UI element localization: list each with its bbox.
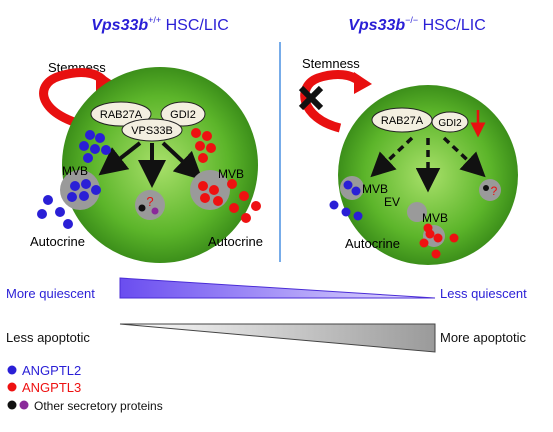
left-red-cluster-top [191,128,216,163]
right-dashed-arrow-3 [442,136,486,178]
less-apoptotic-label: Less apoptotic [6,330,90,345]
apoptosis-wedge [119,323,436,353]
quiescence-gradient: More quiescent Less quiescent [6,277,527,301]
right-ev [407,202,427,222]
right-gdi2-label: GDI2 [438,118,462,129]
left-other-protein-dot [138,204,146,212]
left-blue-cluster-top [79,130,111,163]
right-mvb-left-dot [343,180,353,190]
legend-other-label: Other secretory proteins [34,399,163,413]
right-gdi2-oval [431,111,469,133]
left-other-protein-dot-purple [151,207,159,215]
legend-angptl2-marker [7,365,17,375]
less-quiescent-label: Less quiescent [440,286,527,301]
right-mvb-right [479,179,501,201]
left-arrow-3 [161,141,203,181]
legend-angptl2-label: ANGPTL2 [22,363,81,378]
left-vps33b-oval [121,118,183,142]
left-rab27a-label: RAB27A [100,109,143,121]
left-autocrine-left: Autocrine [30,234,85,249]
more-quiescent-label: More quiescent [6,286,95,301]
left-mvb-left-dots [67,179,101,202]
right-blue-secreted [329,200,363,221]
left-rab27a-oval [90,101,152,127]
left-red-secreted [227,179,261,223]
right-autocrine-label: Autocrine [345,236,400,251]
left-mvb-right-dots [198,181,223,206]
right-rab27a-label: RAB27A [381,115,424,127]
right-question-mark: ? [491,184,498,198]
left-panel: Vps33b+/+ HSC/LIC Stemness RAB27A GDI2 V… [30,15,263,263]
left-gdi2-oval [160,101,206,127]
left-autocrine-right: Autocrine [208,234,263,249]
left-vps33b-label: VPS33B [131,125,173,137]
right-stemness-arrow [300,70,364,133]
legend-other-marker-black [7,400,17,410]
apoptosis-gradient: Less apoptotic More apoptotic [6,323,526,353]
quiescence-wedge [119,277,436,299]
right-red-dots [419,223,459,259]
right-mvb-left-label: MVB [362,182,388,196]
left-title: Vps33b+/+ HSC/LIC [91,15,229,34]
more-apoptotic-label: More apoptotic [440,330,526,345]
left-gdi2-label: GDI2 [170,109,196,121]
right-title: Vps33b−/− HSC/LIC [348,15,486,34]
right-other-protein-dot [483,185,489,191]
left-mvb-left-label: MVB [62,164,88,178]
right-ev-label: EV [384,195,400,209]
left-question-mark: ? [146,194,153,209]
right-mvb-bottom-label: MVB [422,211,448,225]
right-panel: Vps33b−/− HSC/LIC Stemness RAB27A GDI2 M… [298,15,518,265]
right-mvb-left-dot [351,186,361,196]
block-x-icon [298,85,324,111]
legend-other-marker-purple [19,400,29,410]
right-stemness-label: Stemness [302,56,360,71]
right-stemness-arrowhead [354,72,372,94]
left-blue-secreted [37,195,73,229]
legend-angptl3-label: ANGPTL3 [22,380,81,395]
legend: ANGPTL2 ANGPTL3 Other secretory proteins [7,363,163,413]
left-arrow-1 [98,141,142,176]
left-stemness-arrowhead [96,70,114,92]
right-dashed-arrow-1 [370,136,414,178]
legend-angptl3-marker [7,382,17,392]
left-stemness-arrow [39,68,107,133]
left-mvb-right-label: MVB [218,167,244,181]
right-mvb-left [340,176,364,200]
